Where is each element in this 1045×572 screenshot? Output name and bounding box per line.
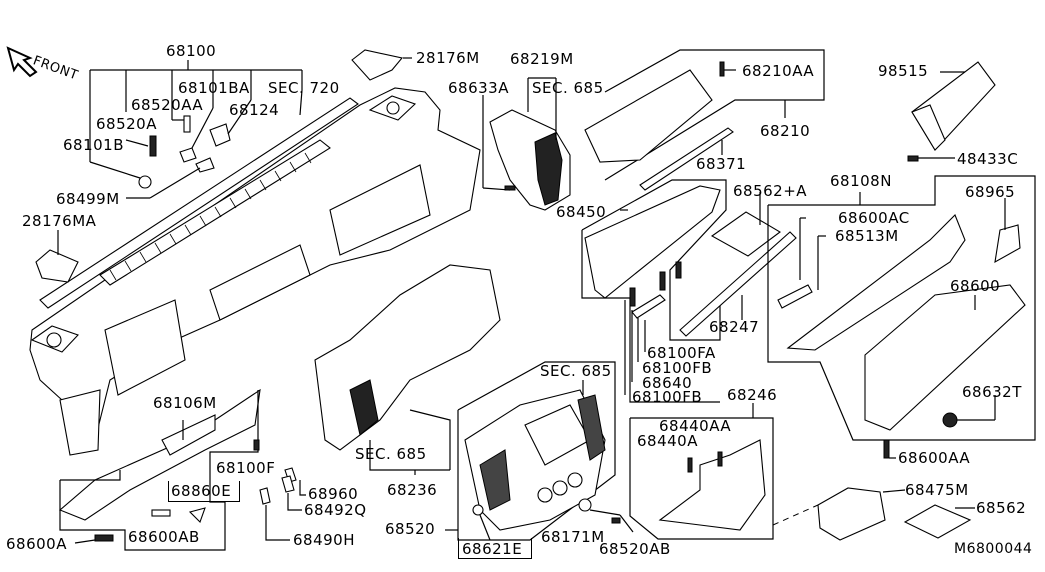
label-68520a: 68520A bbox=[96, 115, 157, 133]
label-68490h: 68490H bbox=[293, 531, 355, 549]
label-68106m: 68106M bbox=[153, 394, 217, 412]
label-68513m: 68513M bbox=[835, 227, 899, 245]
label-sec685-b: SEC. 685 bbox=[355, 445, 427, 463]
glovebox-upper-68450 bbox=[581, 179, 797, 403]
screw-68100f bbox=[253, 439, 260, 451]
label-68600ac: 68600AC bbox=[838, 209, 910, 227]
label-68371: 68371 bbox=[696, 155, 747, 173]
callout-68100 bbox=[57, 57, 412, 255]
label-68632t: 68632T bbox=[962, 383, 1022, 401]
label-68100fb-2: 68100FB bbox=[632, 388, 703, 406]
label-68960: 68960 bbox=[308, 485, 359, 503]
label-68236: 68236 bbox=[387, 481, 438, 499]
clip-68101b bbox=[138, 175, 152, 189]
label-68600ab: 68600AB bbox=[128, 528, 200, 546]
label-68247: 68247 bbox=[709, 318, 760, 336]
airbag-module-98515 bbox=[907, 61, 996, 162]
cluster-lid-68236 bbox=[314, 264, 501, 475]
label-68440aa: 68440AA bbox=[659, 417, 732, 435]
label-68633a: 68633A bbox=[448, 79, 509, 97]
label-68171m: 68171M bbox=[541, 528, 605, 546]
label-68100fb-1: 68100FB bbox=[642, 359, 713, 377]
label-68562: 68562 bbox=[976, 499, 1027, 517]
label-68100: 68100 bbox=[166, 42, 217, 60]
box-68860e bbox=[168, 481, 240, 502]
label-68600aa: 68600AA bbox=[898, 449, 971, 467]
box-68621e bbox=[458, 538, 532, 559]
front-arrow-icon bbox=[6, 46, 38, 78]
label-68860e: 68860E bbox=[171, 482, 232, 500]
lower-panel-68106m bbox=[58, 388, 261, 551]
label-68101ba: 68101BA bbox=[178, 79, 250, 97]
screw-68600ab bbox=[151, 509, 171, 517]
label-68100fa: 68100FA bbox=[647, 344, 716, 362]
label-68440a: 68440A bbox=[637, 432, 698, 450]
label-sec685-c: SEC. 685 bbox=[540, 362, 612, 380]
label-sec720: SEC. 720 bbox=[268, 79, 340, 97]
label-68475m: 68475M bbox=[905, 481, 969, 499]
label-68562a: 68562+A bbox=[733, 182, 808, 200]
label-sec685-a: SEC. 685 bbox=[532, 79, 604, 97]
label-68520ab: 68520AB bbox=[599, 540, 671, 558]
diagram-code: M6800044 bbox=[954, 541, 1033, 557]
label-28176ma: 28176MA bbox=[22, 212, 97, 230]
label-68499m: 68499M bbox=[56, 190, 120, 208]
label-68101b: 68101B bbox=[63, 136, 125, 154]
cover-28176ma bbox=[35, 249, 79, 283]
clip-68860e bbox=[188, 507, 206, 524]
screw-68600a bbox=[94, 534, 114, 542]
cluster-lid-68210 bbox=[584, 49, 825, 191]
glovebox-lid-68108n bbox=[767, 175, 1036, 459]
pad-68492q bbox=[281, 475, 295, 493]
label-68246: 68246 bbox=[727, 386, 778, 404]
bracket-68246 bbox=[629, 403, 774, 540]
label-48433c: 48433C bbox=[957, 150, 1019, 168]
label-68219m: 68219M bbox=[510, 50, 574, 68]
label-68520aa: 68520AA bbox=[131, 96, 204, 114]
unit-68475m bbox=[772, 487, 975, 541]
clip-68124 bbox=[209, 123, 231, 147]
label-68124: 68124 bbox=[229, 101, 280, 119]
label-68100f: 68100F bbox=[216, 459, 276, 477]
label-68108n: 68108N bbox=[830, 172, 892, 190]
label-68520: 68520 bbox=[385, 520, 436, 538]
label-68600a: 68600A bbox=[6, 535, 67, 553]
label-68640: 68640 bbox=[642, 374, 693, 392]
side-vent-68219m bbox=[482, 77, 571, 211]
pad-68490h bbox=[259, 487, 271, 505]
screw-68520aa bbox=[183, 115, 191, 133]
label-68621e: 68621E bbox=[462, 540, 523, 558]
label-68600: 68600 bbox=[950, 277, 1001, 295]
center-cluster-68520 bbox=[445, 361, 634, 541]
pad-68499m bbox=[195, 157, 215, 173]
label-98515: 98515 bbox=[878, 62, 929, 80]
label-68210: 68210 bbox=[760, 122, 811, 140]
label-68450: 68450 bbox=[556, 203, 607, 221]
clip-68101ba bbox=[179, 147, 197, 163]
screw-68520a bbox=[149, 135, 157, 157]
label-28176m: 28176M bbox=[416, 49, 480, 67]
label-68492q: 68492Q bbox=[304, 501, 367, 519]
label-68210aa: 68210AA bbox=[742, 62, 815, 80]
instrument-panel-assembly bbox=[29, 87, 481, 456]
label-68965: 68965 bbox=[965, 183, 1016, 201]
cover-28176m bbox=[351, 49, 404, 81]
